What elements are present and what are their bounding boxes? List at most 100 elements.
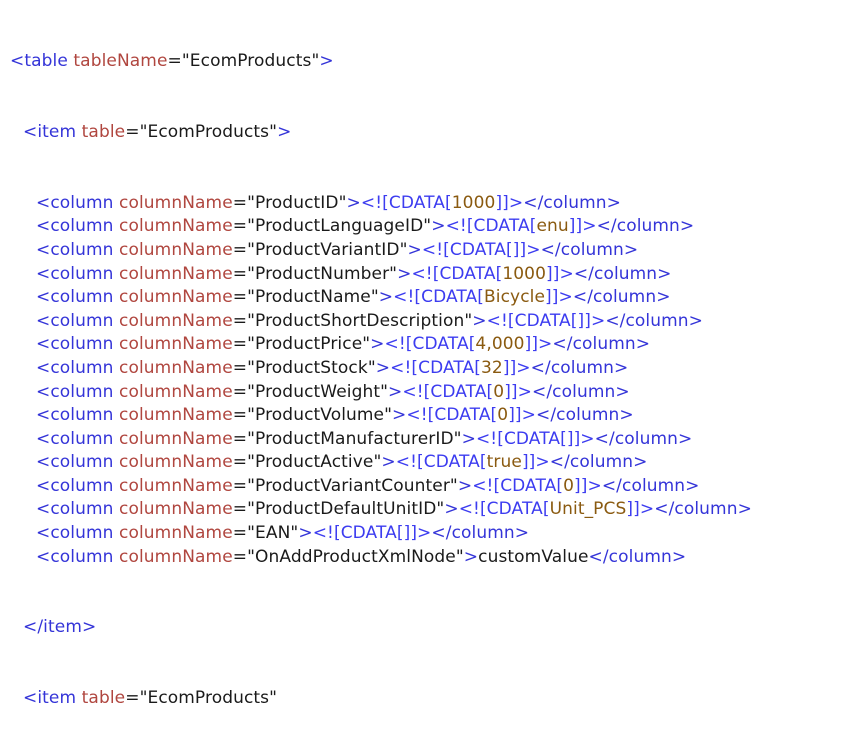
tag: <column <box>36 334 120 355</box>
attribute-name: table <box>81 121 126 142</box>
cdata-start: <![CDATA[ <box>458 499 550 520</box>
column-close-tag: </column> <box>532 381 630 402</box>
attribute-value: ="EcomProducts" <box>167 51 320 72</box>
column-name: ProductPrice <box>255 334 363 355</box>
cdata-end: ]]> <box>626 499 655 520</box>
column-name-value: ="ProductName" <box>232 287 379 308</box>
tag-close: > <box>472 310 487 331</box>
cdata-end: ]]> <box>568 216 597 237</box>
attribute-name: columnName <box>119 310 233 331</box>
cdata-start: <![CDATA[ <box>360 192 452 213</box>
tag: <column <box>36 310 120 331</box>
cdata-start: <![CDATA[ <box>472 475 564 496</box>
cdata-end: ]]> <box>566 428 595 449</box>
column-line: <column columnName="ProductDefaultUnitID… <box>10 498 752 522</box>
tag-close: > <box>375 357 391 378</box>
attribute-name: columnName <box>119 546 233 567</box>
column-name-value: ="ProductVariantCounter" <box>232 475 458 496</box>
column-close-tag: </column> <box>572 287 671 308</box>
attribute-name: columnName <box>119 216 233 237</box>
column-name-value: ="ProductManufacturerID" <box>232 428 462 449</box>
column-name-value: ="ProductWeight" <box>232 381 389 402</box>
column-name: ProductDefaultUnitID <box>255 499 437 520</box>
cdata-value: true <box>486 452 522 473</box>
column-close-tag: </column> <box>552 334 651 355</box>
cdata-start: <![CDATA[ <box>312 523 404 544</box>
attribute-name: columnName <box>119 334 233 355</box>
cdata-end: ]]> <box>524 334 553 355</box>
tag: <item <box>23 688 82 709</box>
cdata-value: Unit_PCS <box>549 499 627 520</box>
column-close-tag: </column> <box>523 192 621 213</box>
column-close-tag: </column> <box>654 499 752 520</box>
column-name: ProductVariantID <box>255 239 400 260</box>
column-name: ProductStock <box>255 357 368 378</box>
column-name-value: ="ProductStock" <box>232 357 376 378</box>
cdata-end: ]]> <box>495 192 524 213</box>
column-close-tag: </column> <box>605 310 704 331</box>
column-line: <column columnName="ProductID"><![CDATA[… <box>10 192 752 216</box>
column-line: <column columnName="ProductWeight"><![CD… <box>10 381 752 405</box>
tag-close: > <box>463 546 479 567</box>
text-value: customValue <box>478 546 589 567</box>
column-name: ProductLanguageID <box>255 216 424 237</box>
attribute-name: columnName <box>119 239 233 260</box>
cdata-value: Bicycle <box>484 287 546 308</box>
column-name-value: ="ProductNumber" <box>232 263 398 284</box>
column-line: <column columnName="ProductVolume"><![CD… <box>10 404 752 428</box>
cdata-start: <![CDATA[ <box>486 310 578 331</box>
tag-close: > <box>370 334 385 355</box>
tag: <column <box>36 287 120 308</box>
attribute-name: columnName <box>119 357 233 378</box>
column-name: ProductWeight <box>255 381 381 402</box>
attribute-name: columnName <box>119 287 233 308</box>
column-close-tag: </column> <box>601 475 700 496</box>
column-close-tag: </column> <box>594 428 693 449</box>
tag: <item <box>23 121 82 142</box>
tag: <column <box>36 357 120 378</box>
column-name: ProductShortDescription <box>255 310 465 331</box>
tag: <column <box>36 475 120 496</box>
column-line: <column columnName="ProductManufacturerI… <box>10 428 752 452</box>
tag: <table <box>10 51 74 72</box>
attribute-name: columnName <box>119 263 233 284</box>
cdata-end: ]]> <box>512 239 541 260</box>
tag: <column <box>36 523 120 544</box>
item-close-line: </item> <box>10 616 752 640</box>
tag-close: > <box>392 405 407 426</box>
cdata-start: <![CDATA[ <box>402 381 494 402</box>
tag: <column <box>36 192 120 213</box>
attribute-name: columnName <box>119 475 233 496</box>
attribute-name: columnName <box>119 192 233 213</box>
attribute-name: table <box>81 688 126 709</box>
attribute-name: columnName <box>119 523 233 544</box>
cdata-start: <![CDATA[ <box>390 357 481 378</box>
tag-close: > <box>457 475 473 496</box>
column-name-value: ="ProductShortDescription" <box>232 310 473 331</box>
tag-close: > <box>388 381 403 402</box>
column-line: <column columnName="ProductVariantCounte… <box>10 475 752 499</box>
attribute-name: columnName <box>119 428 233 449</box>
column-name-value: ="ProductLanguageID" <box>232 216 432 237</box>
column-lines: <column columnName="ProductID"><![CDATA[… <box>10 192 752 570</box>
column-close-tag: </column> <box>530 357 629 378</box>
column-name-value: ="ProductDefaultUnitID" <box>232 499 445 520</box>
column-name: ProductID <box>255 192 339 213</box>
tag: <column <box>36 452 120 473</box>
tag-close: > <box>407 239 422 260</box>
column-line: <column columnName="ProductShortDescript… <box>10 310 752 334</box>
attribute-name: columnName <box>119 499 233 520</box>
table-open-line: <table tableName="EcomProducts"> <box>10 50 752 74</box>
column-close-tag: </column> <box>588 546 687 567</box>
attribute-name: tableName <box>73 51 168 72</box>
tag-close: > <box>319 51 334 72</box>
cdata-value: 0 <box>497 405 509 426</box>
cdata-start: <![CDATA[ <box>406 405 498 426</box>
cdata-value: 1000 <box>502 263 547 284</box>
column-close-tag: </column> <box>549 452 648 473</box>
column-close-tag: </column> <box>573 263 672 284</box>
column-name-value: ="ProductActive" <box>232 452 382 473</box>
column-close-tag: </column> <box>596 216 695 237</box>
column-line: <column columnName="EAN"><![CDATA[]]></c… <box>10 522 752 546</box>
tag: <column <box>36 546 120 567</box>
